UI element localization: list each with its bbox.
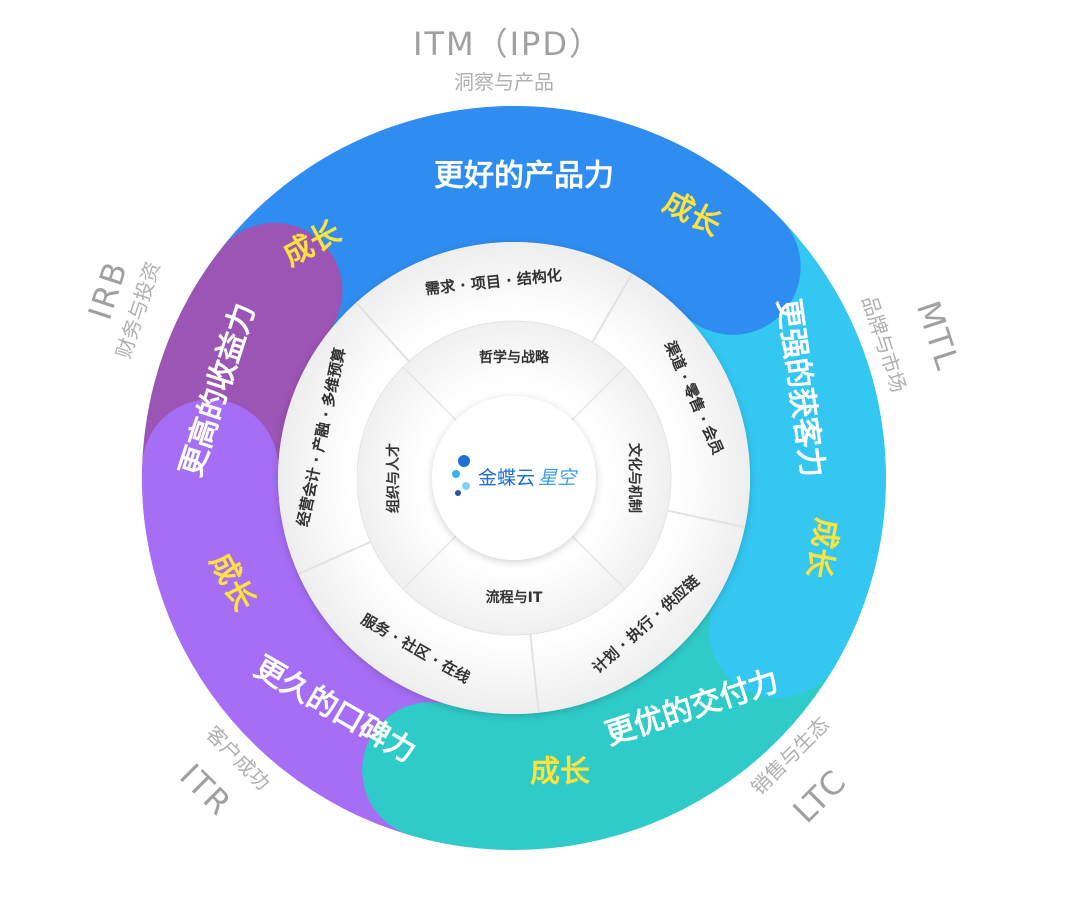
outer-code-itm: ITM（IPD） [413, 25, 603, 63]
middle-ring-divider [297, 540, 371, 575]
inner-ring-divider [402, 535, 457, 590]
inner-ring-label: 流程与IT [486, 589, 543, 606]
inner-ring-label: 组织与人才 [385, 443, 402, 513]
segment-top [220, 106, 801, 335]
middle-ring-divider [591, 273, 633, 343]
logo-dot [462, 482, 470, 490]
logo-brand: 金蝶云 [478, 467, 535, 489]
inner-ring-dividers [402, 366, 626, 590]
outer-code-mtl: MTL [909, 296, 967, 375]
logo-product: 星空 [538, 467, 579, 489]
outer-sub-itm: 洞察与产品 [454, 70, 554, 94]
logo-dot [452, 470, 460, 478]
logo-dot [458, 455, 470, 467]
middle-ring-divider [667, 509, 746, 529]
center-disc [432, 396, 596, 560]
middle-ring-dividers [297, 273, 746, 713]
inner-ring-divider [571, 535, 626, 590]
segment-growth-bottomright: 成长 [530, 755, 590, 790]
center-logo: 金蝶云 星空 [452, 455, 579, 496]
inner-ring-divider [402, 366, 457, 421]
inner-ring-divider [571, 366, 626, 421]
inner-ring-label: 文化与机制 [626, 443, 643, 513]
outer-code-ltc: LTC [786, 762, 855, 831]
middle-ring-divider [529, 634, 540, 713]
logo-dot [455, 490, 461, 496]
inner-ring-label: 哲学与战略 [479, 349, 550, 366]
middle-ring-divider [355, 301, 410, 362]
segment-title-top: 更好的产品力 [434, 159, 614, 194]
outer-ring [141, 106, 886, 850]
